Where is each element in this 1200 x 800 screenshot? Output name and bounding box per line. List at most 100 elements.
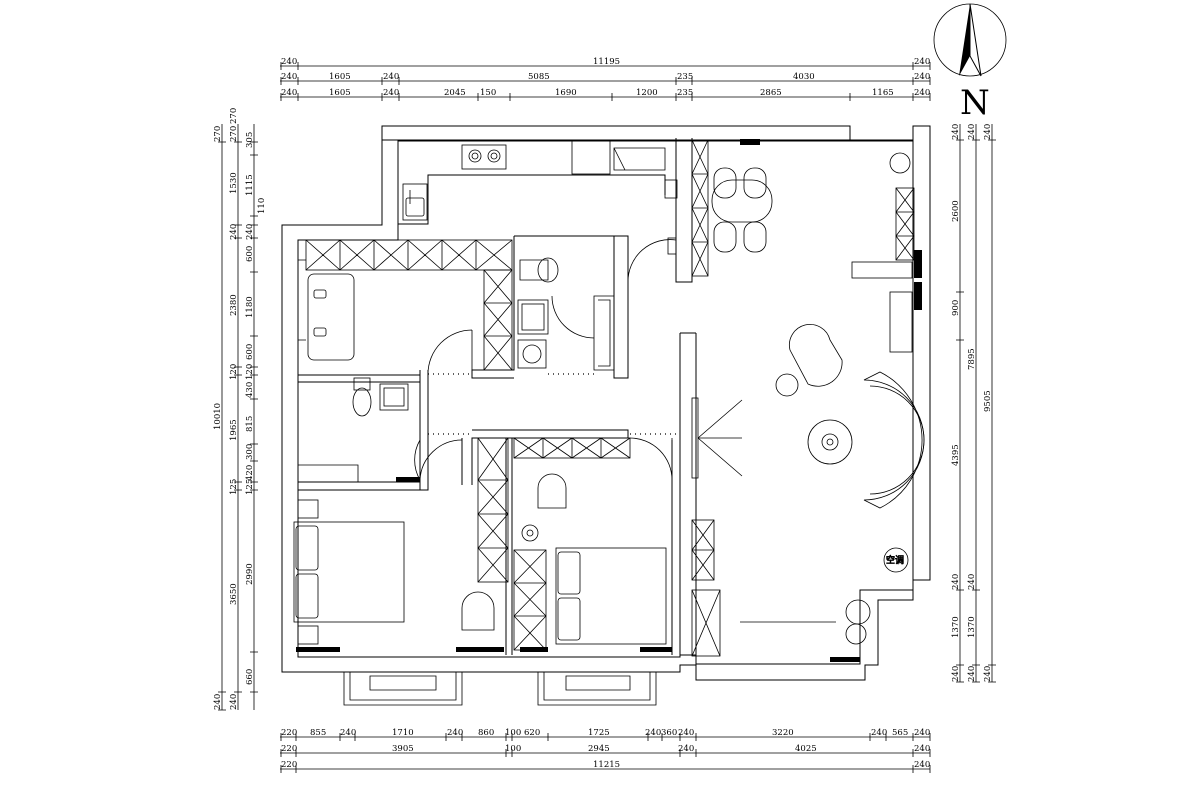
cabinet-column-right (895, 187, 915, 261)
dim-bot2-0: 220 (281, 744, 297, 754)
chair-bedroom2 (537, 473, 567, 509)
pillow-2a (557, 551, 581, 595)
dim-bot3-0: 220 (281, 760, 297, 770)
dim-left-outer-2: 240 (213, 694, 223, 710)
dim-bot1-15: 240 (914, 728, 930, 738)
dim-left-inner-10: 815 (245, 416, 255, 432)
north-label: N (960, 83, 990, 123)
bathtub (307, 273, 355, 361)
door-shower (551, 295, 595, 339)
thresholds (428, 373, 676, 435)
gas-stove (461, 144, 507, 170)
compass-arrow-left (959, 4, 970, 76)
dim-right-inner-6: 240 (951, 666, 961, 682)
dim-bot1-10: 360 (661, 728, 677, 738)
dim-top3-5: 1690 (555, 88, 577, 98)
dim-top2-5: 4030 (793, 72, 815, 82)
doors (414, 239, 677, 481)
shower (593, 295, 615, 371)
burner-right-icon (487, 149, 501, 163)
dining-chair-4 (743, 221, 767, 253)
dim-left-mid-2: 240 (229, 224, 239, 240)
bedroom2 (521, 473, 667, 645)
dim-left-inner-15: 660 (245, 669, 255, 685)
dim-bot2-1: 3905 (392, 744, 414, 754)
dim-top3-2: 240 (383, 88, 399, 98)
north-arrow: N (933, 3, 1007, 123)
side-cabinet (889, 291, 913, 353)
exterior-walls (281, 125, 931, 681)
cabinets (305, 139, 915, 657)
dim-left-mid-4: 120 (229, 364, 239, 380)
dim-top2-3: 5085 (528, 72, 550, 82)
dim-right-inner-5: 1370 (951, 616, 961, 638)
burner-left-icon (468, 149, 482, 163)
dim-right-mid-2: 240 (967, 574, 977, 590)
dim-top3-8: 2865 (760, 88, 782, 98)
living-room: 空调 (691, 152, 925, 645)
dim-bot1-6: 100 (505, 728, 521, 738)
plant-1-icon (889, 152, 911, 174)
door-bath2 (414, 439, 421, 481)
dim-left-inner-0: 305 (245, 132, 255, 148)
dim-left-inner-14: 2990 (245, 563, 255, 585)
dim-bot1-9: 240 (645, 728, 661, 738)
dim-bot1-12: 3220 (772, 728, 794, 738)
dim-right-mid-4: 240 (967, 666, 977, 682)
dim-left-inner-5: 600 (245, 246, 255, 262)
dim-right-mid-1: 7895 (967, 348, 977, 370)
coffee-table (807, 419, 853, 465)
dimension-left-text: 270 10010 240 270 1530 240 2380 120 1965… (213, 108, 267, 710)
dim-top3-3: 2045 (444, 88, 466, 98)
counter (613, 147, 666, 171)
dim-bot1-0: 220 (281, 728, 297, 738)
dim-top3-7: 235 (677, 88, 693, 98)
basin-lower (379, 383, 409, 411)
washing-machine (517, 339, 547, 369)
ac-label: 空调 (886, 554, 904, 566)
dim-left-inner-2: 1115 (245, 174, 255, 196)
dim-right-inner-3: 4395 (951, 444, 961, 466)
dim-left-mid-7: 3650 (229, 583, 239, 605)
compass-arrow-right (969, 3, 982, 77)
dim-right-outer-0: 240 (983, 124, 993, 140)
dim-bot1-13: 240 (871, 728, 887, 738)
dining-chair-2 (743, 167, 767, 199)
dim-bot1-14: 565 (892, 728, 908, 738)
dim-bot1-3: 1710 (392, 728, 414, 738)
dim-left-inner-4: 240 (245, 224, 255, 240)
pillow-1a (295, 525, 319, 571)
dim-left-mid-6: 125 (229, 479, 239, 495)
dim-top2-2: 240 (383, 72, 399, 82)
plant-3-icon (845, 623, 867, 645)
dimension-right (956, 124, 996, 683)
dim-left-mid-1: 1530 (229, 172, 239, 194)
interior-walls (298, 138, 697, 655)
bay-windows (343, 672, 657, 706)
cabinet-column-bedroom1 (477, 437, 509, 583)
pillow-2b (557, 597, 581, 641)
dim-right-outer-2: 240 (983, 666, 993, 682)
dim-bot1-11: 240 (678, 728, 694, 738)
fridge (571, 139, 611, 175)
door-bathroom (427, 329, 473, 375)
cabinet-column-bath (483, 269, 513, 371)
dim-top1-2: 240 (914, 57, 930, 67)
dim-top3-4: 150 (480, 88, 496, 98)
ac-unit (883, 547, 909, 573)
dining-table (711, 179, 773, 223)
dimension-top-text: 240 11195 240 240 1605 240 5085 235 4030… (281, 57, 930, 98)
door-corridor (627, 239, 677, 283)
dim-right-mid-0: 240 (967, 124, 977, 140)
dim-top3-10: 240 (914, 88, 930, 98)
plant-2-icon (845, 599, 871, 625)
tv-console (691, 397, 699, 479)
cabinet-column-dining (664, 139, 709, 277)
dimension-right-text: 240 2600 900 4395 240 1370 240 240 7895 … (951, 124, 993, 682)
sink (402, 183, 428, 221)
dim-bot1-5: 860 (478, 728, 494, 738)
bay-window-2 (537, 672, 657, 706)
dim-left-outer-0: 270 (213, 126, 223, 142)
nightstand-1a (297, 499, 319, 519)
